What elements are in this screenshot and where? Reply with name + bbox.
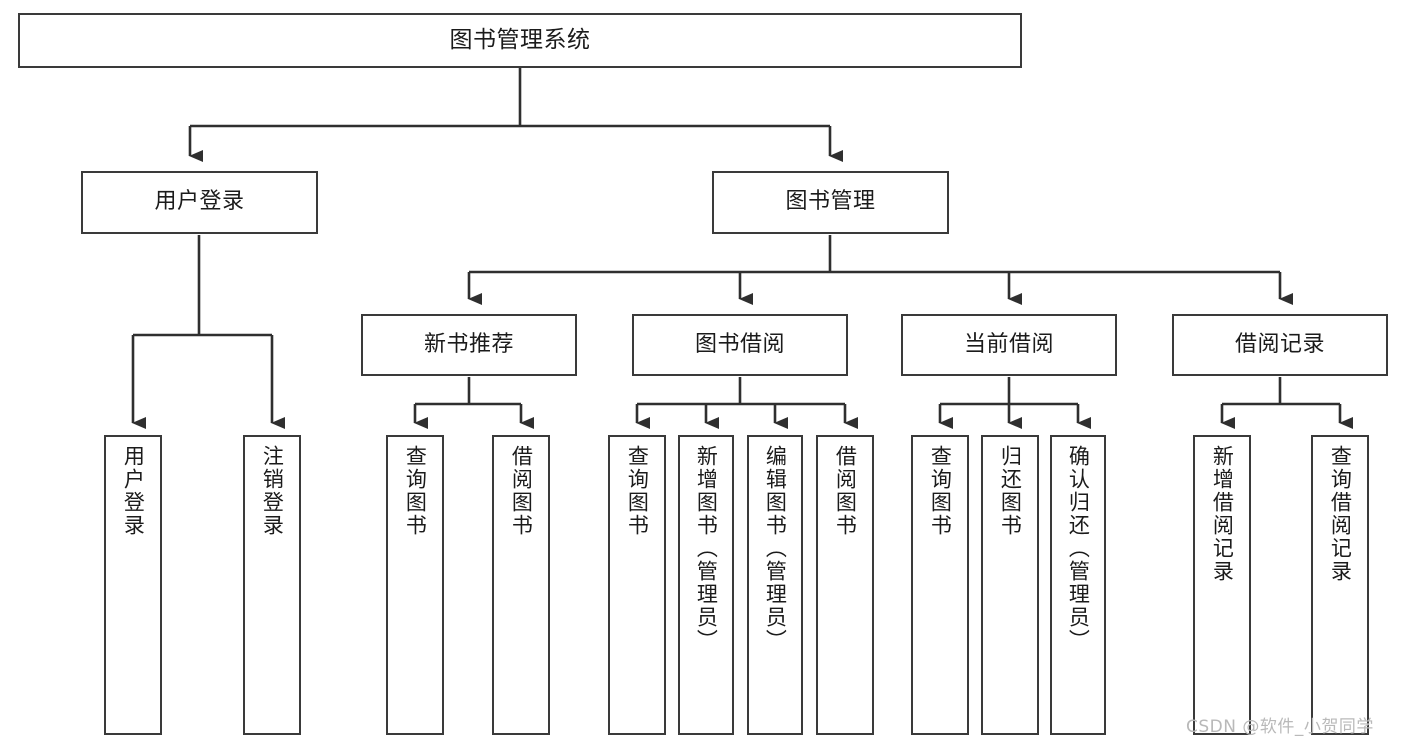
- node-label: 图书管理: [785, 189, 876, 215]
- node-user-login[interactable]: 用户登录: [81, 171, 318, 234]
- node-label: 确认归还（管理员）: [1066, 445, 1091, 652]
- node-label: 新增借阅记录: [1210, 445, 1235, 583]
- node-label: 新增图书（管理员）: [694, 445, 719, 652]
- node-book-borrow[interactable]: 图书借阅: [632, 314, 848, 376]
- node-new-book-recommend[interactable]: 新书推荐: [361, 314, 577, 376]
- node-label: 查询图书: [928, 445, 953, 537]
- node-label: 注销登录: [260, 445, 285, 537]
- node-label: 归还图书: [998, 445, 1023, 537]
- node-current-borrow[interactable]: 当前借阅: [901, 314, 1117, 376]
- leaf-book-borrow-add-book-admin[interactable]: 新增图书（管理员）: [678, 435, 734, 735]
- leaf-current-borrow-confirm-return-admin[interactable]: 确认归还（管理员）: [1050, 435, 1106, 735]
- node-label: 用户登录: [121, 445, 146, 537]
- node-label: 查询借阅记录: [1328, 445, 1353, 583]
- node-label: 用户登录: [154, 189, 245, 215]
- csdn-watermark: CSDN @软件_小贺同学: [1186, 717, 1374, 737]
- node-label: 新书推荐: [423, 331, 514, 357]
- node-borrow-records[interactable]: 借阅记录: [1172, 314, 1388, 376]
- node-label: 当前借阅: [963, 331, 1054, 357]
- node-root-book-management-system[interactable]: 图书管理系统: [18, 13, 1022, 68]
- node-label: 借阅记录: [1234, 331, 1325, 357]
- leaf-user-login-login[interactable]: 用户登录: [104, 435, 162, 735]
- node-label: 图书借阅: [694, 331, 785, 357]
- leaf-book-borrow-query-book[interactable]: 查询图书: [608, 435, 666, 735]
- leaf-new-book-borrow-book[interactable]: 借阅图书: [492, 435, 550, 735]
- leaf-new-book-query-book[interactable]: 查询图书: [386, 435, 444, 735]
- leaf-current-borrow-query-book[interactable]: 查询图书: [911, 435, 969, 735]
- node-label: 查询图书: [403, 445, 428, 537]
- node-label: 借阅图书: [509, 445, 534, 537]
- node-label: 图书管理系统: [449, 26, 591, 53]
- node-label: 查询图书: [625, 445, 650, 537]
- node-label: 借阅图书: [833, 445, 858, 537]
- leaf-current-borrow-return-book[interactable]: 归还图书: [981, 435, 1039, 735]
- leaf-book-borrow-borrow-book[interactable]: 借阅图书: [816, 435, 874, 735]
- leaf-user-login-logout[interactable]: 注销登录: [243, 435, 301, 735]
- node-label: 编辑图书（管理员）: [763, 445, 788, 652]
- leaf-book-borrow-edit-book-admin[interactable]: 编辑图书（管理员）: [747, 435, 803, 735]
- node-book-management[interactable]: 图书管理: [712, 171, 949, 234]
- leaf-borrow-records-query-record[interactable]: 查询借阅记录: [1311, 435, 1369, 735]
- leaf-borrow-records-add-record[interactable]: 新增借阅记录: [1193, 435, 1251, 735]
